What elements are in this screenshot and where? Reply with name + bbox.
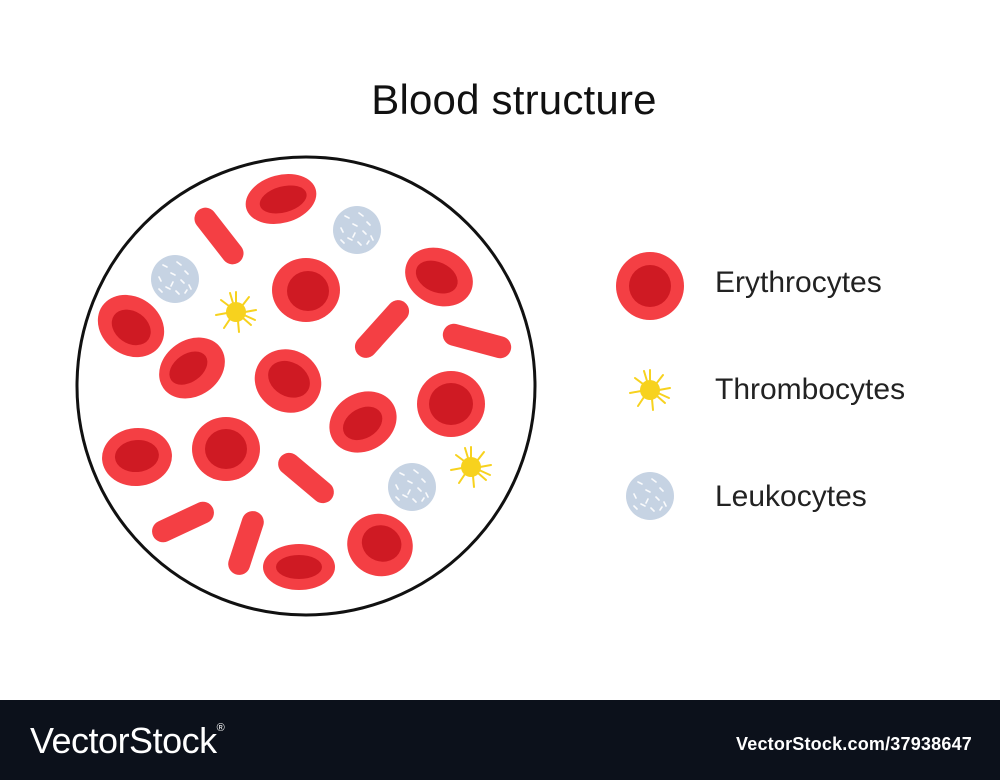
legend-leukocyte-swatch (625, 471, 675, 521)
image-id: VectorStock.com/37938647 (736, 734, 972, 754)
erythrocyte (347, 513, 413, 577)
erythrocyte (405, 247, 473, 307)
erythrocyte-side (152, 501, 214, 543)
erythrocytes-side-view (152, 207, 512, 575)
leukocyte (332, 205, 382, 255)
erythrocyte (192, 417, 260, 481)
erythrocyte (263, 544, 335, 590)
erythrocyte (159, 337, 225, 399)
erythrocytes (97, 174, 485, 590)
trademark-symbol: ® (216, 722, 225, 734)
erythrocyte (254, 349, 322, 413)
legend-label-erythrocytes: Erythrocytes (715, 266, 882, 299)
erythrocyte (97, 294, 165, 358)
erythrocyte (272, 258, 340, 322)
erythrocyte-side (194, 207, 244, 265)
erythrocyte-side (354, 300, 410, 358)
diagram-title: Blood structure (371, 76, 657, 123)
brand-name: VectorStock (30, 720, 217, 761)
legend-erythrocyte-swatch (616, 252, 684, 320)
erythrocyte (417, 371, 485, 437)
leukocyte (150, 254, 200, 304)
legend-label-thrombocytes: Thrombocytes (715, 373, 906, 406)
erythrocyte-side (442, 323, 512, 359)
erythrocyte-side (278, 452, 334, 504)
erythrocyte (245, 174, 317, 224)
legend-thrombocyte-swatch (629, 369, 671, 411)
erythrocyte-side (228, 511, 264, 575)
watermark-footer: VectorStock® VectorStock.com/37938647 (0, 700, 1000, 780)
erythrocyte (102, 427, 172, 487)
legend-label-leukocytes: Leukocytes (715, 480, 867, 513)
leukocyte (387, 462, 437, 512)
erythrocyte (329, 391, 397, 453)
brand-logo: VectorStock® (30, 720, 225, 762)
blood-diagram (75, 155, 684, 617)
